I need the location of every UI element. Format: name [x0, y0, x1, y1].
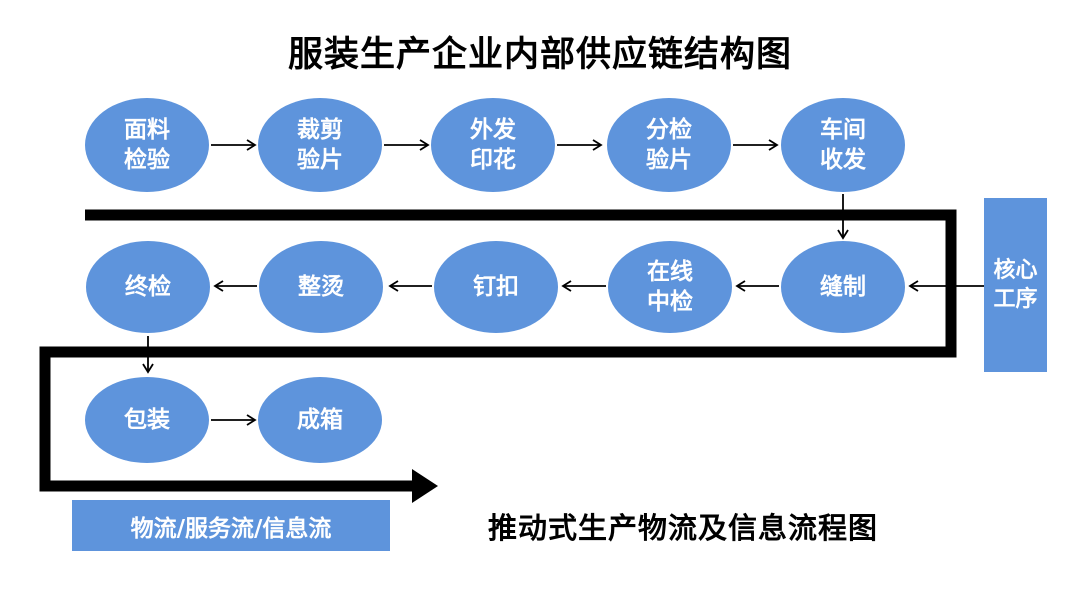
- logistics-flow-line: [39, 209, 957, 492]
- legend-flow-label: 物流/服务流/信息流: [72, 500, 390, 551]
- node-inline-inspection: 在线 中检: [608, 241, 732, 333]
- page-title: 服装生产企业内部供应链结构图: [287, 35, 792, 75]
- core-process-box: 核心 工序: [984, 198, 1047, 372]
- diagram-caption: 推动式生产物流及信息流程图: [488, 511, 879, 545]
- node-packing: 包装: [85, 377, 209, 463]
- logistics-flow-arrowhead: [412, 469, 438, 503]
- node-sewing: 缝制: [781, 241, 905, 333]
- node-button-attaching: 钉扣: [434, 241, 558, 333]
- node-outsourced-printing: 外发 印花: [431, 98, 555, 192]
- node-pressing: 整烫: [259, 241, 383, 333]
- node-workshop-dispatch: 车间 收发: [781, 98, 905, 192]
- node-sorting-inspection: 分检 验片: [607, 98, 731, 192]
- node-cutting-piece-inspection: 裁剪 验片: [258, 98, 382, 192]
- node-cartoning: 成箱: [258, 377, 382, 463]
- node-fabric-inspection: 面料 检验: [85, 98, 209, 192]
- node-final-inspection: 终检: [86, 241, 210, 333]
